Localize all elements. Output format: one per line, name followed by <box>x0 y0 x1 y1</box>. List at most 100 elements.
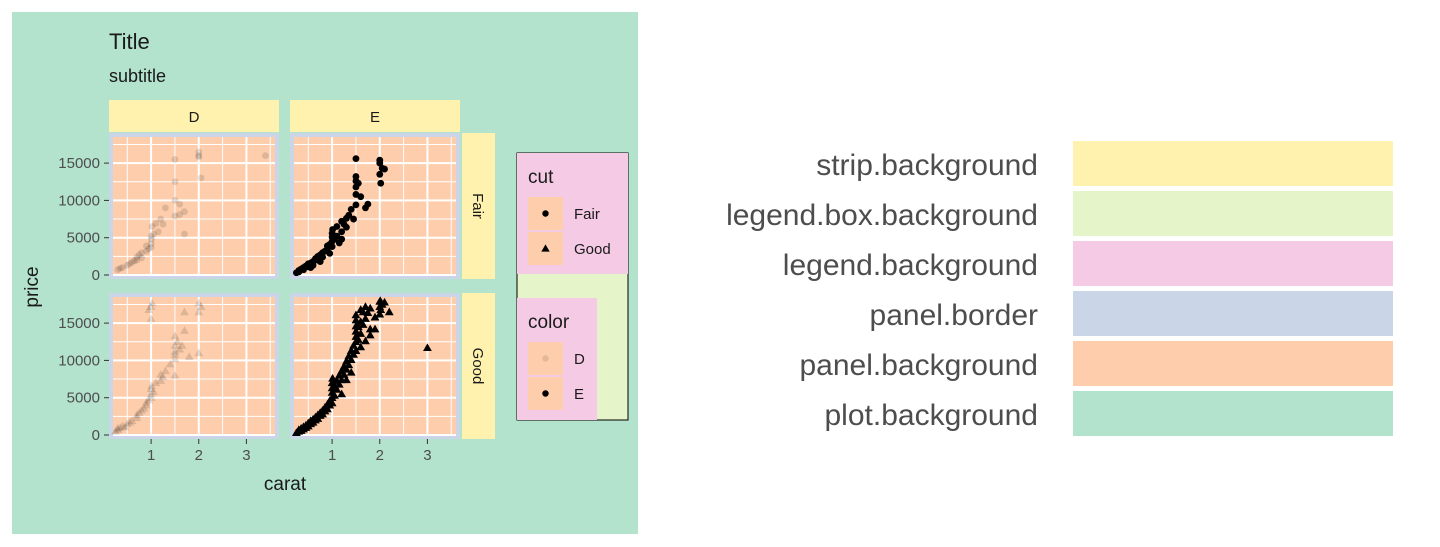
data-point <box>134 408 144 416</box>
data-point <box>171 212 179 220</box>
key-swatch <box>1073 191 1393 236</box>
data-point <box>127 416 137 425</box>
data-point <box>147 232 155 240</box>
data-point <box>342 364 351 373</box>
panel-fair-e <box>290 133 460 279</box>
x-tick-label: 1 <box>147 447 155 464</box>
key-row: legend.box.background <box>726 191 1393 236</box>
strip-col-e: E <box>290 100 460 132</box>
data-point <box>132 410 142 419</box>
data-point <box>113 423 123 432</box>
data-point <box>380 297 389 306</box>
data-point <box>351 310 361 319</box>
data-point <box>170 354 180 363</box>
data-point <box>350 215 357 223</box>
data-point <box>110 426 120 435</box>
data-point <box>148 223 156 230</box>
y-tick-label: 15000 <box>58 315 100 332</box>
data-point <box>330 391 339 399</box>
data-point <box>345 211 353 219</box>
data-point <box>165 359 175 368</box>
legend-label: E <box>574 386 584 403</box>
data-point <box>157 215 165 223</box>
y-tick-label: 0 <box>92 267 100 284</box>
legend-marker <box>542 210 549 217</box>
data-point <box>172 337 182 346</box>
legend-label: Fair <box>574 206 600 223</box>
data-point <box>195 152 203 160</box>
data-point <box>194 298 204 307</box>
data-point <box>361 302 370 310</box>
data-point <box>334 379 344 388</box>
data-point <box>147 298 157 307</box>
data-point <box>343 223 350 231</box>
data-point <box>363 308 373 316</box>
data-point <box>133 256 141 264</box>
facet-panels <box>109 133 460 439</box>
data-point <box>342 375 351 384</box>
data-point <box>346 355 356 363</box>
data-point <box>351 346 361 355</box>
data-point <box>161 366 170 375</box>
data-point <box>326 249 334 257</box>
legend-key <box>528 342 563 375</box>
data-point <box>141 397 151 406</box>
data-point <box>149 387 158 396</box>
data-point <box>376 305 386 313</box>
data-point <box>377 179 385 187</box>
chart-subtitle: subtitle <box>109 66 166 86</box>
data-point <box>354 179 362 187</box>
x-tick-label: 2 <box>195 447 203 464</box>
key-label: panel.border <box>870 299 1038 332</box>
legend-title: cut <box>528 167 554 188</box>
data-point <box>338 235 346 243</box>
key-swatch <box>1073 341 1393 386</box>
data-point <box>114 266 122 274</box>
data-point <box>347 205 355 213</box>
data-point <box>262 152 269 160</box>
y-tick-label: 15000 <box>58 155 100 172</box>
y-tick-label: 10000 <box>58 352 100 369</box>
key-swatch <box>1073 291 1393 336</box>
data-point <box>370 312 380 321</box>
data-point <box>115 423 125 431</box>
panel-good-e <box>290 293 460 439</box>
data-point <box>120 422 130 431</box>
data-point <box>170 341 180 349</box>
data-point <box>356 329 366 337</box>
key-label: panel.background <box>799 349 1038 382</box>
data-point <box>158 372 168 381</box>
data-point <box>344 360 354 369</box>
data-point <box>139 403 149 412</box>
color-key-table: strip.background legend.box.background leg… <box>726 141 1393 436</box>
data-point <box>148 235 155 243</box>
legend-marker <box>542 390 549 397</box>
data-point <box>133 253 141 261</box>
data-point <box>170 350 180 358</box>
key-row: legend.background <box>783 241 1393 286</box>
data-point <box>132 413 142 422</box>
data-point <box>144 395 154 404</box>
data-point <box>122 419 132 428</box>
data-point <box>337 389 347 398</box>
data-point <box>195 148 203 156</box>
key-row: strip.background <box>816 141 1393 186</box>
data-point <box>358 320 368 328</box>
data-point <box>138 254 145 262</box>
data-point <box>146 314 156 322</box>
data-point <box>351 326 361 335</box>
data-point <box>365 303 375 312</box>
y-tick-label: 0 <box>92 427 100 444</box>
data-point <box>333 223 341 230</box>
strip-row-good: Good <box>462 293 495 439</box>
data-point <box>147 240 155 248</box>
data-point <box>128 258 136 266</box>
data-point <box>171 178 179 186</box>
data-point <box>352 201 360 209</box>
key-label: strip.background <box>816 149 1038 182</box>
key-swatch <box>1073 141 1393 186</box>
strip-label: Good <box>469 348 486 385</box>
